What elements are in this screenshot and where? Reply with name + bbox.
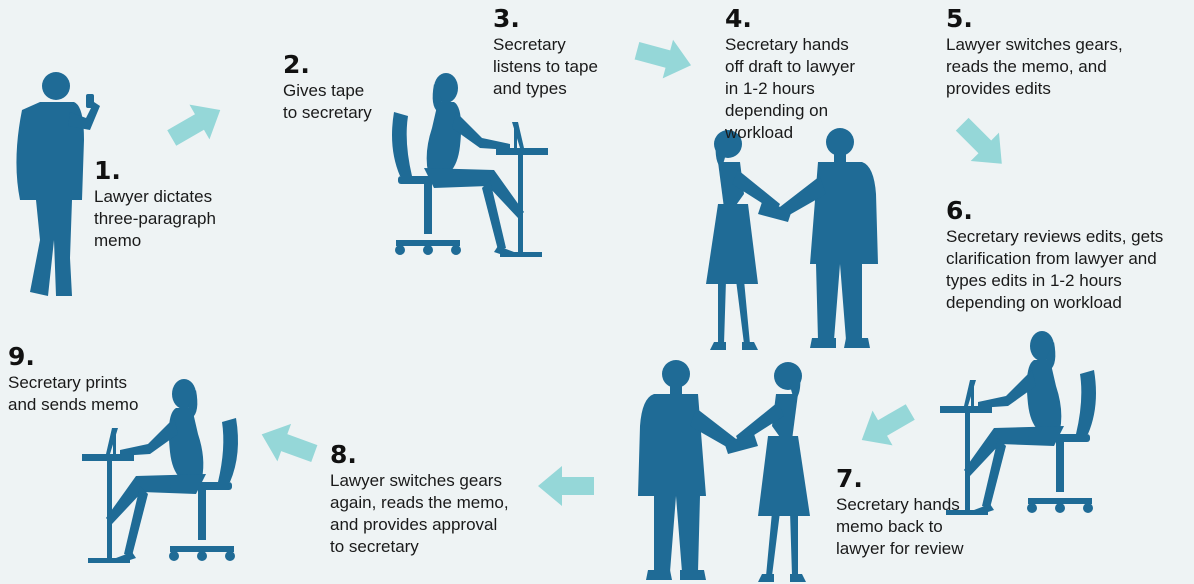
step-text: Lawyer switches gears, reads the memo, a… <box>946 35 1123 98</box>
step-2: 2. Gives tape to secretary <box>283 52 372 124</box>
step-text: Secretary prints and sends memo <box>8 373 139 414</box>
step-text: Secretary listens to tape and types <box>493 35 598 98</box>
step-7: 7. Secretary hands memo back to lawyer f… <box>836 466 964 560</box>
step-number: 1. <box>94 156 121 185</box>
step-text: Secretary reviews edits, gets clarificat… <box>946 227 1164 312</box>
step-text: Secretary hands memo back to lawyer for … <box>836 495 964 558</box>
step-9: 9. Secretary prints and sends memo <box>8 344 138 416</box>
step-text: Lawyer dictates three-paragraph memo <box>94 187 216 250</box>
step-number: 6. <box>946 196 973 225</box>
step-number: 2. <box>283 50 310 79</box>
step-text: Lawyer switches gears again, reads the m… <box>330 471 509 556</box>
step-number: 3. <box>493 4 520 33</box>
handoff-handshake-figure <box>706 128 878 350</box>
step-1: 1. Lawyer dictates three-paragraph memo <box>94 158 216 252</box>
step-text: Secretary hands off draft to lawyer in 1… <box>725 35 856 142</box>
step-8: 8. Lawyer switches gears again, reads th… <box>330 442 509 558</box>
step-3: 3. Secretary listens to tape and types <box>493 6 598 100</box>
arrow-icon <box>948 110 1016 178</box>
arrow-icon <box>161 92 231 156</box>
step-5: 5. Lawyer switches gears, reads the memo… <box>946 6 1123 100</box>
review-handshake-figure <box>638 360 810 582</box>
step-text: Gives tape to secretary <box>283 81 372 122</box>
arrow-icon <box>631 31 697 85</box>
lawyer-dictating-figure <box>16 72 100 296</box>
step-number: 8. <box>330 440 357 469</box>
step-4: 4. Secretary hands off draft to lawyer i… <box>725 6 855 144</box>
secretary-typing-figure <box>392 73 548 257</box>
arrow-icon <box>538 466 594 506</box>
step-6: 6. Secretary reviews edits, gets clarifi… <box>946 198 1163 314</box>
step-number: 4. <box>725 4 752 33</box>
arrow-icon <box>851 394 921 458</box>
step-number: 7. <box>836 464 863 493</box>
step-number: 9. <box>8 342 35 371</box>
arrow-icon <box>254 415 322 473</box>
step-number: 5. <box>946 4 973 33</box>
